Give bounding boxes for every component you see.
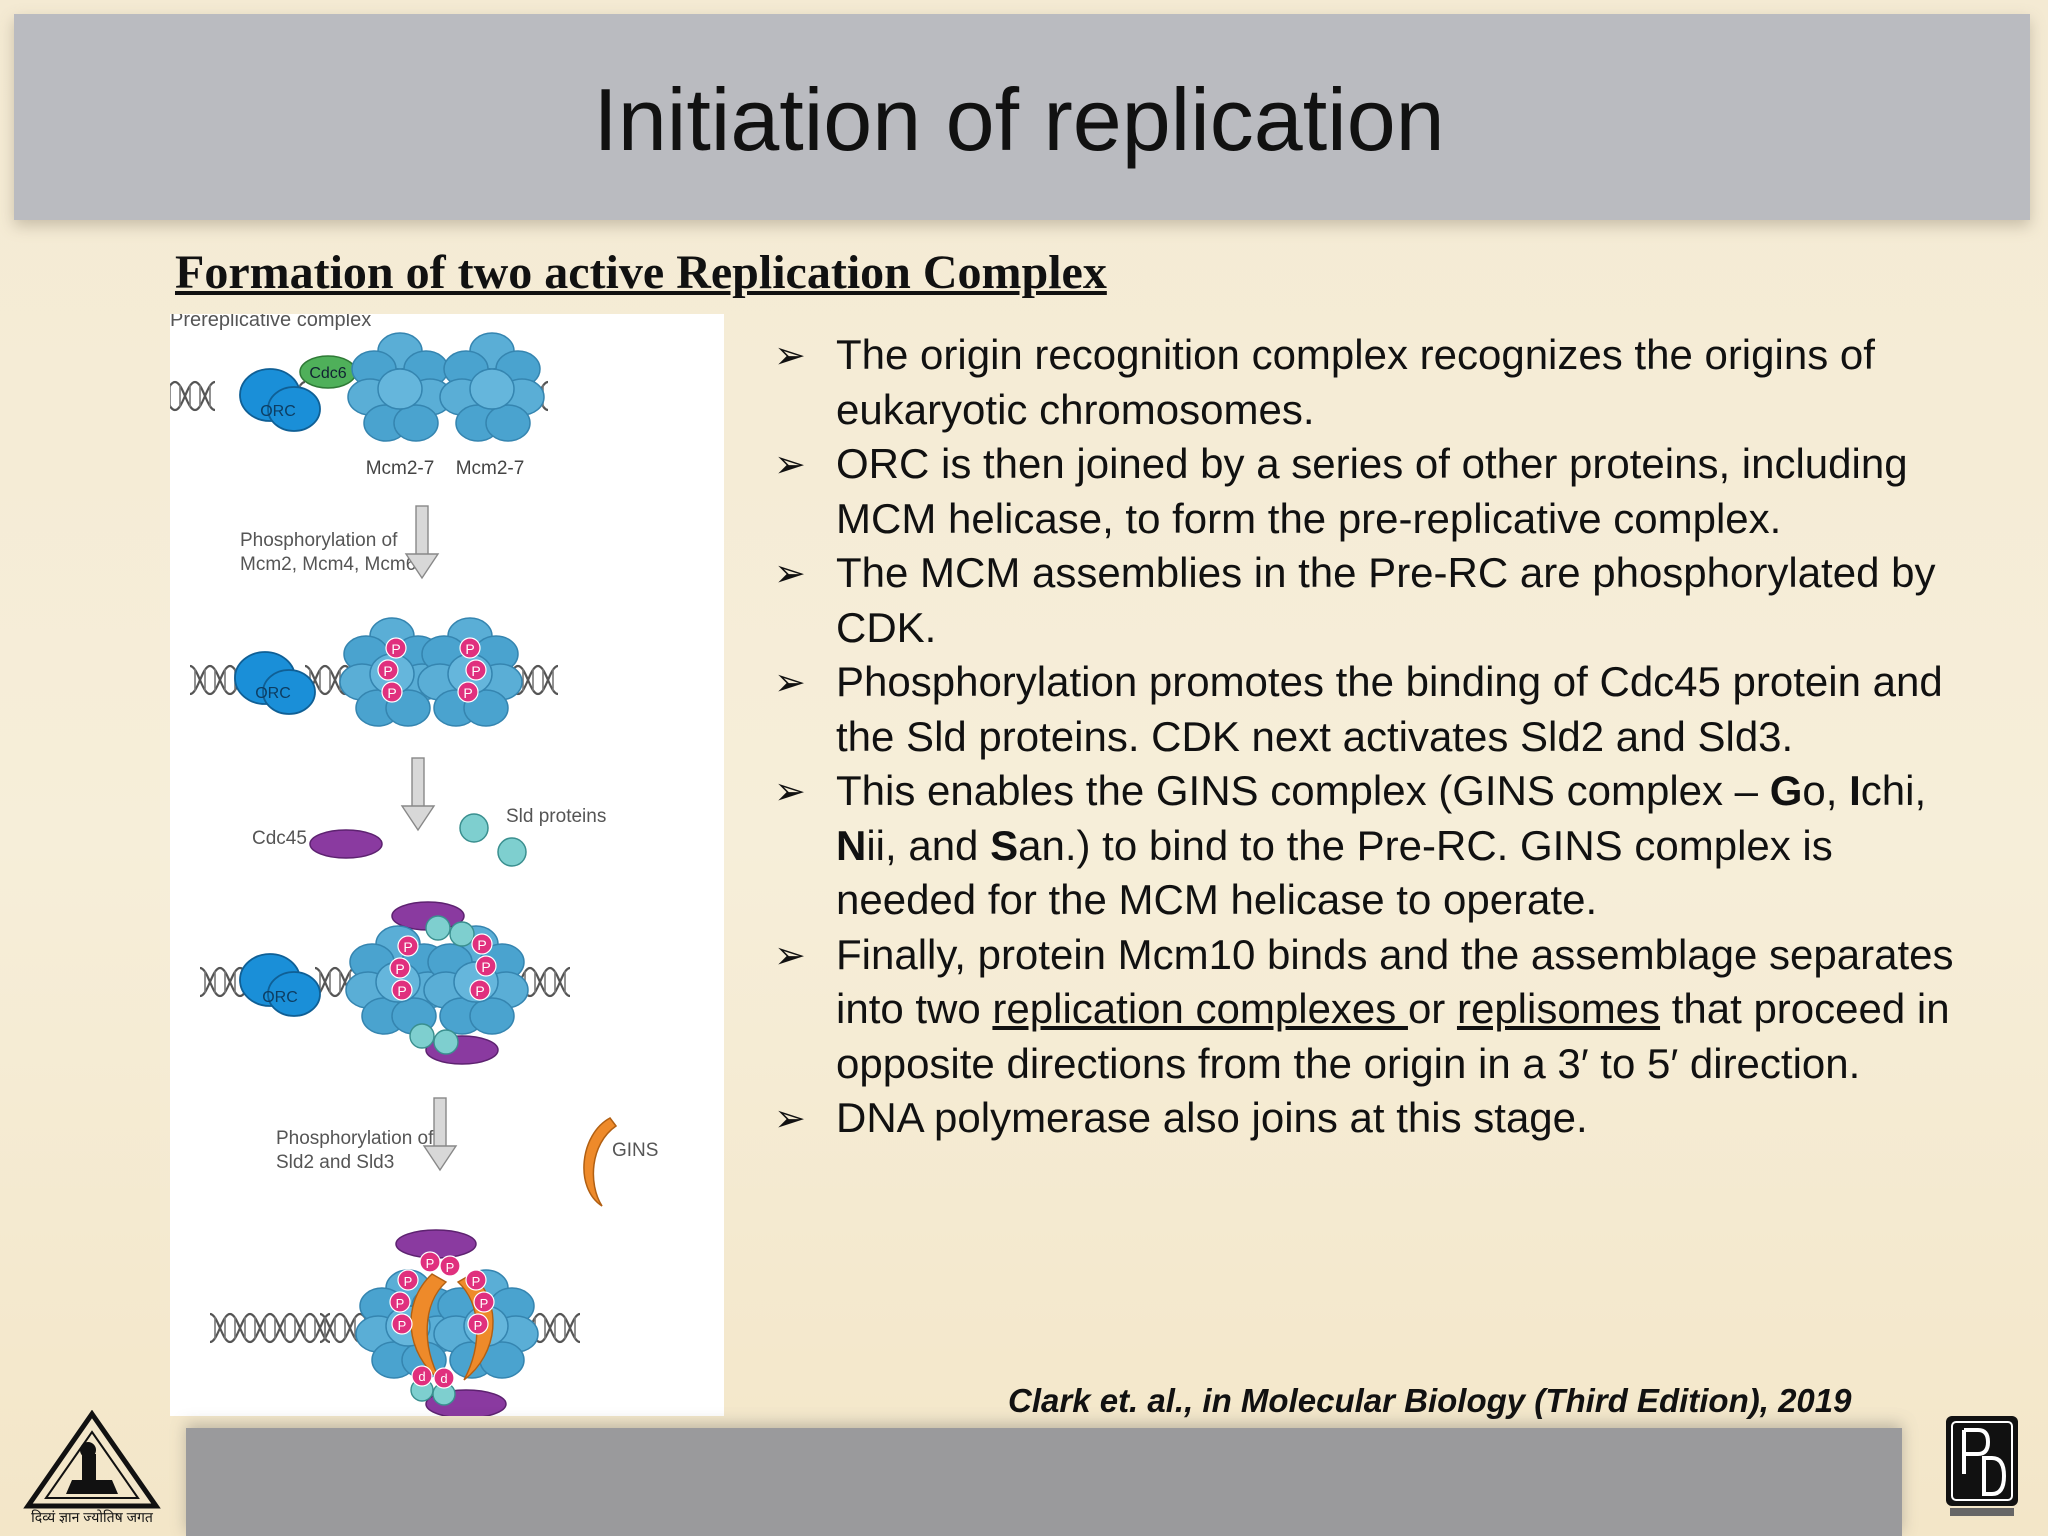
bullet-arrow-icon: ➢ (774, 333, 806, 377)
stage-phosphorylated: ORC P P P P P P (188, 617, 560, 727)
bullet-arrow-icon: ➢ (774, 769, 806, 813)
bullet-arrow-icon: ➢ (774, 551, 806, 595)
svg-text:P: P (446, 1260, 455, 1275)
bullet-item: ➢ ORC is then joined by a series of othe… (770, 437, 1970, 546)
svg-text:P: P (396, 1296, 405, 1311)
svg-text:P: P (397, 983, 406, 999)
bullet-arrow-icon: ➢ (774, 932, 806, 977)
slide-subtitle: Formation of two active Replication Comp… (175, 246, 1107, 299)
bullet-text: The MCM assemblies in the Pre-RC are pho… (836, 549, 1936, 651)
replication-diagram: Prereplicative complex Cdc6 ORC Mcm2-7 M… (170, 314, 724, 1416)
bullet-item: ➢ Phosphorylation promotes the binding o… (770, 655, 1970, 764)
step1-line1: Phosphorylation of (240, 530, 398, 551)
orc-label: ORC (262, 989, 298, 1006)
sld-protein (459, 813, 489, 843)
bullet-text: This enables the GINS complex (GINS comp… (836, 767, 1927, 923)
title-bar: Initiation of replication (14, 14, 2030, 220)
emblem-caption: दिव्यं ज्ञान ज्योतिष जगत (31, 1509, 153, 1525)
bullet-text: DNA polymerase also joins at this stage. (836, 1094, 1588, 1141)
bullet-text: Finally, protein Mcm10 binds and the ass… (836, 930, 1954, 1087)
bullet-item: ➢ Finally, protein Mcm10 binds and the a… (770, 928, 1970, 1092)
step2-line2: Sld2 and Sld3 (276, 1152, 394, 1173)
bullet-arrow-icon: ➢ (774, 442, 806, 486)
stage-active-complex: P P P P P P P P d d (208, 1229, 582, 1416)
cdc6-label: Cdc6 (309, 365, 346, 382)
replication-complexes-link[interactable]: replication complexes (992, 985, 1408, 1032)
stage-cdc45-bound: ORC P P P P P P (198, 901, 572, 1065)
svg-text:P: P (398, 1318, 407, 1333)
svg-text:P: P (474, 1318, 483, 1333)
step1-line2: Mcm2, Mcm4, Mcm6 (240, 554, 416, 575)
bullet-text: ORC is then joined by a series of other … (836, 440, 1908, 542)
institute-emblem-icon (23, 1410, 161, 1509)
svg-text:P: P (403, 939, 412, 955)
mcm-label-right: Mcm2-7 (456, 458, 525, 479)
slide-title: Initiation of replication (593, 70, 1445, 169)
svg-text:P: P (426, 1256, 435, 1271)
citation: Clark et. al., in Molecular Biology (Thi… (1008, 1382, 1852, 1419)
bullet-arrow-icon: ➢ (774, 660, 806, 704)
orc-label: ORC (260, 403, 296, 420)
svg-text:P: P (463, 685, 472, 701)
sld-protein (497, 837, 527, 867)
bullet-arrow-icon: ➢ (774, 1096, 806, 1140)
replisomes-link[interactable]: replisomes (1456, 985, 1661, 1032)
svg-text:d: d (418, 1369, 425, 1384)
svg-text:P: P (475, 983, 484, 999)
bullet-text: Phosphorylation promotes the binding of … (836, 658, 1943, 760)
svg-text:d: d (440, 1371, 447, 1386)
gins-label: GINS (612, 1140, 658, 1161)
bullet-item: ➢ The origin recognition complex recogni… (770, 328, 1970, 437)
svg-text:P: P (471, 663, 480, 679)
svg-text:P: P (481, 959, 490, 975)
svg-text:P: P (395, 961, 404, 977)
step2-line1: Phosphorylation of (276, 1128, 434, 1149)
svg-text:P: P (477, 937, 486, 953)
svg-text:P: P (391, 641, 400, 657)
bullet-item: ➢ This enables the GINS complex (GINS co… (770, 764, 1970, 928)
cdc45-protein (309, 829, 383, 859)
gins-protein (583, 1117, 618, 1207)
bullet-item: ➢ The MCM assemblies in the Pre-RC are p… (770, 546, 1970, 655)
svg-text:P: P (387, 685, 396, 701)
sld-proteins-label: Sld proteins (506, 806, 606, 827)
bullet-text: The origin recognition complex recognize… (836, 331, 1875, 433)
svg-text:P: P (465, 641, 474, 657)
bullet-item: ➢ DNA polymerase also joins at this stag… (770, 1091, 1970, 1146)
mcm-label-left: Mcm2-7 (366, 458, 435, 479)
svg-text:P: P (472, 1274, 481, 1289)
bullet-list: ➢ The origin recognition complex recogni… (770, 328, 1970, 1146)
orc-label: ORC (255, 685, 291, 702)
figure-header: Prereplicative complex (170, 314, 371, 331)
footer-bar (186, 1428, 1902, 1536)
svg-text:P: P (404, 1274, 413, 1289)
cdc45-label: Cdc45 (252, 828, 307, 849)
svg-text:P: P (383, 663, 392, 679)
pd-monogram-icon (1946, 1416, 2018, 1516)
svg-text:P: P (480, 1296, 489, 1311)
stage-prereplicative: Cdc6 ORC Mcm2-7 Mcm2-7 (170, 332, 550, 479)
